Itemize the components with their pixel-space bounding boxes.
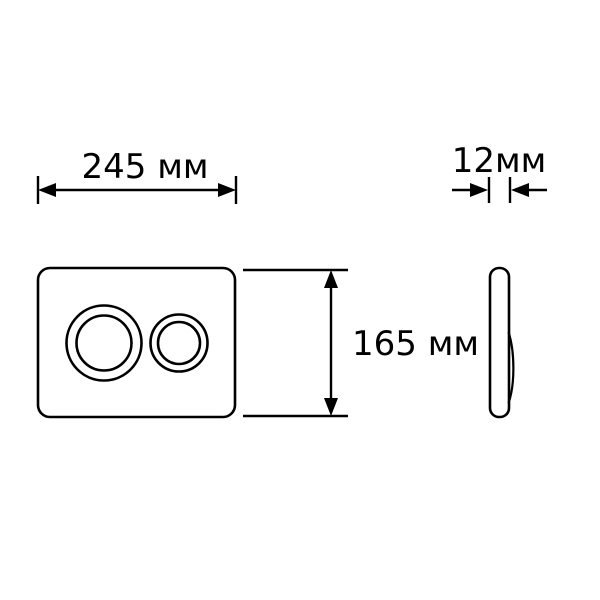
front-view <box>36 266 237 419</box>
depth-arrowhead-right-icon <box>511 183 529 197</box>
large-flush-button-outer <box>65 304 143 382</box>
height-dimension-label: 165 мм <box>352 324 479 364</box>
width-arrowhead-left-icon <box>38 183 56 197</box>
small-flush-button-outer <box>149 313 209 373</box>
width-dimension: 245 мм <box>36 147 238 204</box>
height-arrowhead-top-icon <box>324 270 338 288</box>
depth-dimension: 12мм <box>452 141 547 203</box>
small-flush-button-inner <box>156 320 202 366</box>
depth-dimension-label: 12мм <box>452 141 547 181</box>
flush-plate-front-outline <box>36 266 237 419</box>
width-arrowhead-right-icon <box>218 183 236 197</box>
large-flush-button-inner <box>75 314 133 372</box>
side-view <box>488 266 515 419</box>
height-arrowhead-bottom-icon <box>324 398 338 416</box>
width-dimension-label: 245 мм <box>81 147 208 187</box>
flush-plate-side-outline <box>488 266 511 419</box>
height-dimension: 165 мм <box>243 268 479 418</box>
depth-arrowhead-left-icon <box>470 183 488 197</box>
side-profile-button-bulge <box>507 331 515 404</box>
